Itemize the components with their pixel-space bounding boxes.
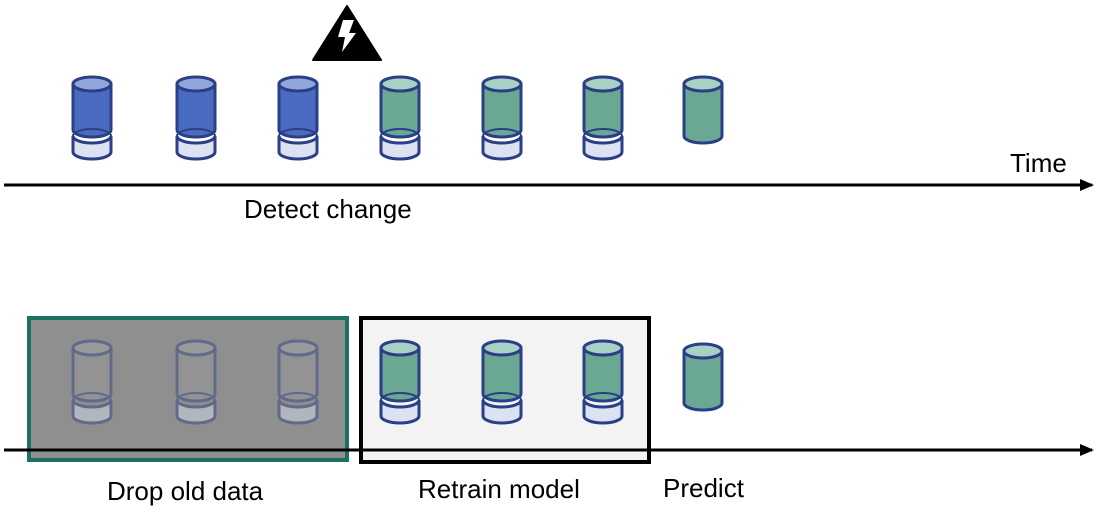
retrain-data-cylinder-icon (582, 339, 624, 425)
detect-change-label: Detect change (244, 194, 412, 224)
drop-old-data-label: Drop old data (107, 476, 264, 506)
retrain-data-cylinder-icon (379, 339, 421, 425)
retrain-model-label: Retrain model (418, 474, 580, 504)
old-data-cylinder-icon (71, 75, 113, 161)
predict-label: Predict (663, 473, 744, 503)
retrain-data-cylinder-icon (481, 339, 523, 425)
new-data-cylinder-icon (582, 75, 624, 161)
time-axis-label: Time (1010, 148, 1067, 178)
old-data-cylinder-icon (277, 75, 319, 161)
dropped-data-cylinder-icon (175, 339, 217, 425)
dropped-data-cylinder-icon (277, 339, 319, 425)
new-data-cylinder-icon (481, 75, 523, 161)
old-data-cylinder-icon (175, 75, 217, 161)
lightning-warning-icon (312, 5, 382, 61)
drop-old-data-box (27, 316, 349, 462)
new-data-cylinder-icon (379, 75, 421, 161)
predict-data-cylinder-icon (682, 342, 724, 412)
dropped-data-cylinder-icon (71, 339, 113, 425)
new-data-cylinder-icon (682, 75, 724, 145)
